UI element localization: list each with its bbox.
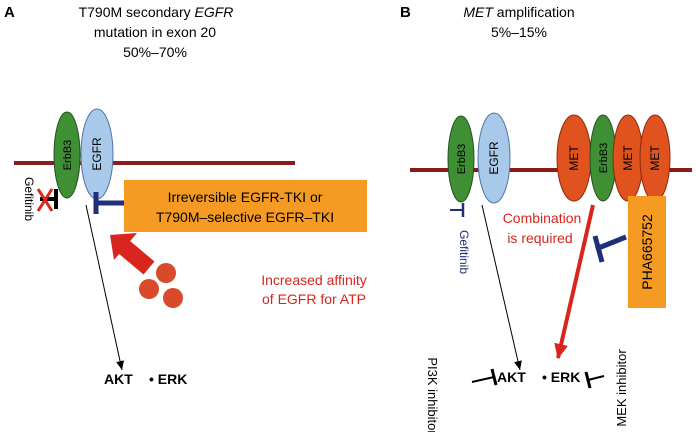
panel-b-mek-label: MEK inhibitor bbox=[614, 349, 629, 427]
panel-a-egfr-receptor: EGFR bbox=[80, 108, 114, 200]
panel-b-met1-label: MET bbox=[567, 145, 581, 171]
panel-a-tki-box-line1: Irreversible EGFR-TKI or bbox=[168, 189, 323, 205]
panel-b-egfr-label: EGFR bbox=[487, 141, 501, 175]
panel-a-egfr-label: EGFR bbox=[90, 137, 104, 171]
panel-b-egfr-receptor: EGFR bbox=[477, 112, 511, 204]
panel-b-erk-label: • ERK bbox=[542, 369, 580, 385]
panel-a-title-line2: mutation in exon 20 bbox=[94, 24, 216, 40]
panel-b-met-receptor-2: MET bbox=[612, 114, 644, 202]
panel-b-met3-label: MET bbox=[648, 145, 662, 171]
panel-b-mek-inhibitor bbox=[584, 371, 605, 389]
panel-a-akt-label: AKT bbox=[104, 371, 133, 387]
panel-b-erbb3-label: ErbB3 bbox=[456, 144, 468, 175]
panel-b-met-receptor-3: MET bbox=[639, 114, 671, 202]
panel-a-gefitinib-inhibitor-blocked bbox=[36, 188, 58, 212]
panel-a-erbb3-label: ErbB3 bbox=[62, 140, 74, 171]
panel-b-letter: B bbox=[400, 4, 411, 21]
panel-b-erbb3-receptor-2: ErbB3 bbox=[589, 114, 617, 202]
panel-b-combination-line2: is required bbox=[507, 230, 572, 246]
panel-a-tki-box-line2: T790M–selective EGFR–TKI bbox=[156, 209, 334, 225]
panel-a-erk-label: • ERK bbox=[149, 371, 187, 387]
panel-a-title-line1: T790M secondary EGFR bbox=[79, 4, 234, 20]
panel-b-title-line2: 5%–15% bbox=[491, 24, 547, 40]
panel-a-tki-inhibitor bbox=[93, 192, 124, 214]
panel-b-met2-label: MET bbox=[621, 145, 635, 171]
panel-b-pi3k-label: PI3K inhibitor bbox=[425, 357, 440, 432]
panel-b-pha-box bbox=[628, 196, 666, 308]
panel-b-pha-label: PHA665752 bbox=[639, 214, 655, 290]
panel-a-atp-arrow bbox=[110, 233, 155, 275]
panel-b-pha-inhibitor bbox=[592, 234, 627, 263]
panel-b-erbb3-2-label: ErbB3 bbox=[598, 143, 610, 174]
panel-a-erbb3-receptor: ErbB3 bbox=[53, 111, 81, 199]
panel-a-letter: A bbox=[4, 4, 15, 21]
panel-b-combination-line1: Combination bbox=[503, 210, 582, 226]
panel-b-met-receptor-1: MET bbox=[556, 114, 592, 202]
panel-b-gefitinib-label: Gefitinib bbox=[457, 230, 471, 274]
panel-a-gefitinib-label: Gefitinib bbox=[22, 177, 36, 221]
panel-a-affinity-line1: Increased affinity bbox=[261, 272, 367, 288]
panel-b-akt-label: AKT bbox=[497, 369, 526, 385]
panel-b-title-line1: MET amplification bbox=[463, 4, 574, 20]
panel-a-title-line3: 50%–70% bbox=[123, 44, 187, 60]
panel-a-atp-molecules bbox=[139, 263, 183, 308]
panel-b-gefitinib-inhibitor bbox=[450, 203, 465, 217]
panel-b-signal-arrow bbox=[481, 204, 522, 371]
panel-b: B MET amplification 5%–15% ErbB3 EGFR ME… bbox=[400, 4, 692, 432]
panel-a-tki-box bbox=[124, 180, 367, 232]
panel-b-pi3k-inhibitor bbox=[471, 368, 498, 386]
panel-b-erbb3-receptor: ErbB3 bbox=[447, 115, 475, 203]
panel-a-signal-arrow bbox=[85, 204, 124, 371]
panel-a-affinity-line2: of EGFR for ATP bbox=[262, 291, 366, 307]
panel-a: A T790M secondary EGFR mutation in exon … bbox=[4, 4, 367, 387]
panel-b-met-signal-arrow bbox=[554, 204, 595, 359]
